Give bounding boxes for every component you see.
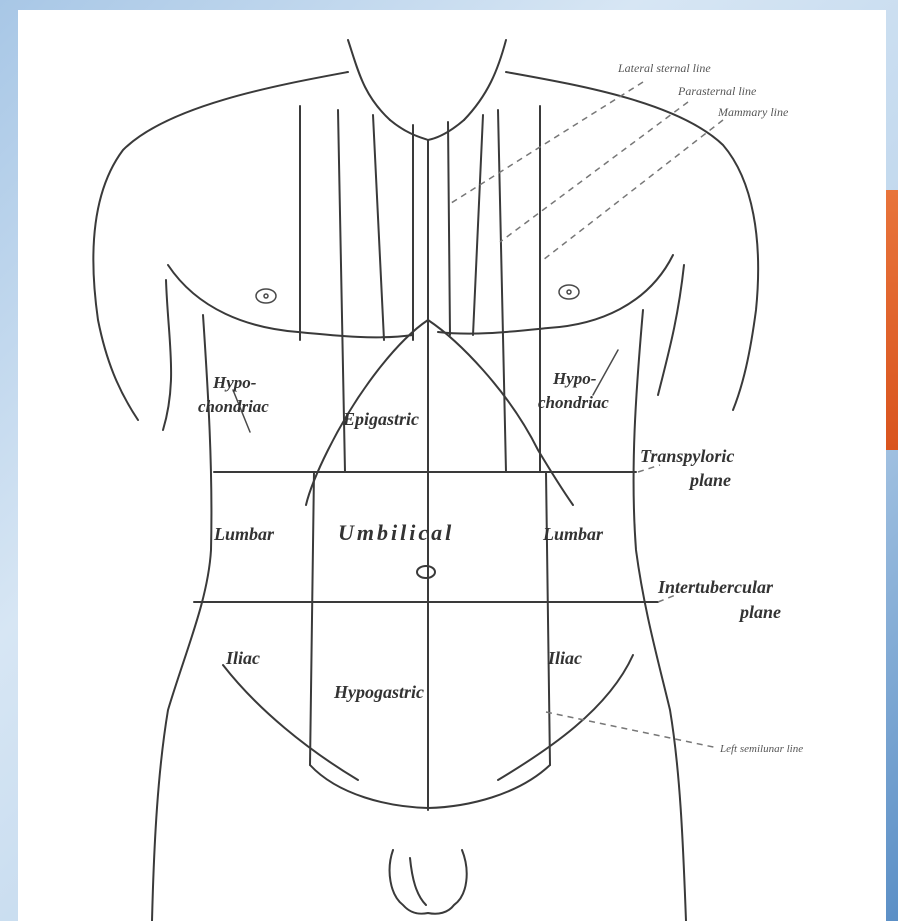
lateral-sternal-line-label: Lateral sternal line	[617, 61, 711, 75]
lateral-sternal-pointer	[448, 82, 643, 205]
genital-detail	[410, 858, 426, 905]
suprasternal-notch	[390, 120, 464, 140]
hypochondriac-left-label-2: chondriac	[198, 397, 269, 416]
mammary-line-label: Mammary line	[717, 105, 789, 119]
right-armpit	[658, 265, 684, 395]
torso-right-side	[634, 310, 686, 921]
right-rib-stroke	[593, 350, 618, 395]
left-shoulder-arm	[93, 72, 348, 420]
right-inguinal-line	[498, 655, 633, 780]
lumbar-right-label: Lumbar	[542, 524, 604, 544]
left-lateral-sternal-line	[373, 115, 384, 340]
iliac-left-label: Iliac	[225, 648, 260, 668]
right-nipple-center	[567, 290, 571, 294]
parasternal-line-label: Parasternal line	[677, 84, 757, 98]
right-parasternal-line	[498, 110, 506, 472]
neck-right	[464, 40, 506, 120]
parasternal-pointer	[500, 102, 688, 242]
costal-margin-right	[428, 320, 573, 505]
left-lateral-vertical	[310, 472, 314, 765]
diagram-panel: Lateral sternal line Parasternal line Ma…	[18, 10, 886, 921]
epigastric-label: Epigastric	[342, 409, 419, 429]
neck-left	[348, 40, 390, 120]
left-nipple-center	[264, 294, 268, 298]
left-nipple	[256, 289, 276, 303]
hypochondriac-right-label-2: chondriac	[538, 393, 609, 412]
hypochondriac-left-label: Hypo-	[212, 373, 257, 392]
right-sternal-edge	[448, 122, 450, 335]
intertubercular-label: Intertubercular	[657, 577, 774, 597]
umbilicus	[417, 566, 435, 578]
right-lateral-vertical	[546, 472, 550, 765]
umbilical-label: Umbilical	[338, 520, 454, 545]
transpyloric-label: Transpyloric	[640, 446, 734, 466]
left-semilunar-line-label: Left semilunar line	[719, 743, 803, 755]
iliac-right-label: Iliac	[547, 648, 582, 668]
right-nipple	[559, 285, 579, 299]
right-lateral-sternal-line	[473, 115, 483, 335]
transpyloric-label-2: plane	[688, 470, 731, 490]
genital-outline	[390, 850, 467, 914]
left-armpit	[163, 280, 171, 430]
abdominal-regions-diagram: Lateral sternal line Parasternal line Ma…	[18, 10, 886, 921]
hypochondriac-right-label: Hypo-	[552, 369, 597, 388]
lumbar-left-label: Lumbar	[213, 524, 275, 544]
intertubercular-label-2: plane	[738, 602, 781, 622]
hypogastric-label: Hypogastric	[333, 682, 424, 702]
transpyloric-pointer	[638, 465, 660, 472]
